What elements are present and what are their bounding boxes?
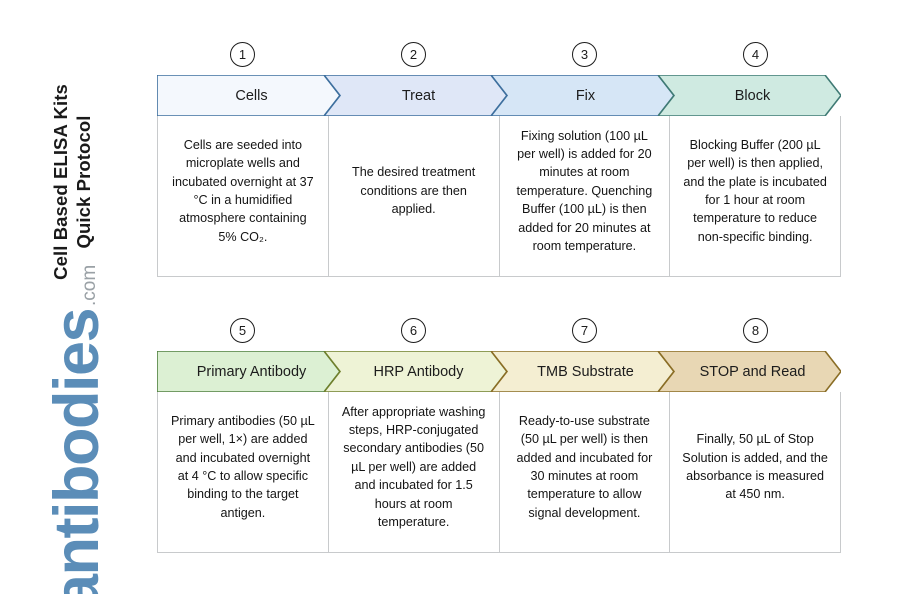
- step-number-cell: 8: [670, 312, 841, 348]
- step-number-cell: 2: [328, 36, 499, 72]
- step-number-badge: 2: [401, 41, 426, 67]
- chevron-label: Block: [734, 87, 771, 104]
- step-description-text: Primary antibodies (50 µL per well, 1×) …: [170, 413, 315, 520]
- step-number-cell: 3: [499, 36, 670, 72]
- step-description-cell: Finally, 50 µL of Stop Solution is added…: [670, 392, 840, 552]
- step-description-text: Cells are seeded into microplate wells a…: [172, 137, 314, 244]
- step-description-text: After appropriate washing steps, HRP-con…: [341, 404, 486, 529]
- chevron-label: STOP and Read: [699, 363, 806, 380]
- logo-wordmark: antibodies: [42, 308, 113, 594]
- step-number-cell: 6: [328, 312, 499, 348]
- chevron-step-1[interactable]: Cells: [157, 75, 340, 116]
- step-number-badge: 5: [230, 317, 255, 343]
- chevron-label: Treat: [401, 87, 436, 104]
- step-number-row-2: 5 6 7 8: [157, 312, 841, 348]
- step-description-text: Ready-to-use substrate (50 µL per well) …: [516, 413, 653, 520]
- step-description-row-2: Primary antibodies (50 µL per well, 1×) …: [157, 392, 841, 553]
- step-number-cell: 4: [670, 36, 841, 72]
- step-number-badge: 3: [572, 41, 597, 67]
- chevron-step-8[interactable]: STOP and Read: [658, 351, 841, 392]
- chevron-step-4[interactable]: Block: [658, 75, 841, 116]
- step-number-badge: 1: [230, 41, 255, 67]
- step-number-badge: 8: [743, 317, 768, 343]
- chevron-label: HRP Antibody: [373, 363, 464, 380]
- chevron-step-6[interactable]: HRP Antibody: [324, 351, 507, 392]
- step-number-badge: 4: [743, 41, 768, 67]
- chevron-label: Cells: [235, 87, 268, 104]
- step-description-text: Fixing solution (100 µL per well) is add…: [516, 128, 653, 253]
- step-description-text: Finally, 50 µL of Stop Solution is added…: [682, 432, 828, 502]
- step-description-text: The desired treatment conditions are the…: [352, 165, 476, 217]
- step-number-badge: 6: [401, 317, 426, 343]
- step-description-cell: Fixing solution (100 µL per well) is add…: [500, 116, 671, 276]
- step-description-cell: The desired treatment conditions are the…: [329, 116, 500, 276]
- step-description-cell: Primary antibodies (50 µL per well, 1×) …: [158, 392, 329, 552]
- protocol-row-2: 5 6 7 8 Primary Antibody HRP Antibody TMB Sub…: [157, 312, 841, 553]
- step-description-cell: Cells are seeded into microplate wells a…: [158, 116, 329, 276]
- step-description-row-1: Cells are seeded into microplate wells a…: [157, 116, 841, 277]
- page-title-line2: Quick Protocol: [73, 115, 94, 249]
- chevron-step-2[interactable]: Treat: [324, 75, 507, 116]
- protocol-row-1: 1 2 3 4 Cells Treat Fix Block Cells are seeded…: [157, 36, 841, 277]
- chevron-step-7[interactable]: TMB Substrate: [491, 351, 674, 392]
- page-title-line1: Cell Based ELISA Kits: [50, 84, 72, 280]
- step-description-cell: Ready-to-use substrate (50 µL per well) …: [500, 392, 671, 552]
- step-description-cell: After appropriate washing steps, HRP-con…: [329, 392, 500, 552]
- step-number-cell: 1: [157, 36, 328, 72]
- step-number-row-1: 1 2 3 4: [157, 36, 841, 72]
- step-description-cell: Blocking Buffer (200 µL per well) is the…: [670, 116, 840, 276]
- antibodies-logo: antibodies .com: [34, 265, 112, 594]
- chevron-label: Primary Antibody: [196, 363, 307, 380]
- step-description-text: Blocking Buffer (200 µL per well) is the…: [683, 137, 827, 244]
- chevron-label: TMB Substrate: [537, 363, 634, 380]
- step-number-badge: 7: [572, 317, 597, 343]
- chevron-band-1: Cells Treat Fix Block: [157, 75, 841, 116]
- logo-tld: .com: [79, 264, 100, 306]
- step-number-cell: 5: [157, 312, 328, 348]
- chevron-label: Fix: [575, 87, 596, 104]
- chevron-step-3[interactable]: Fix: [491, 75, 674, 116]
- step-number-cell: 7: [499, 312, 670, 348]
- chevron-step-5[interactable]: Primary Antibody: [157, 351, 340, 392]
- chevron-band-2: Primary Antibody HRP Antibody TMB Substrat…: [157, 351, 841, 392]
